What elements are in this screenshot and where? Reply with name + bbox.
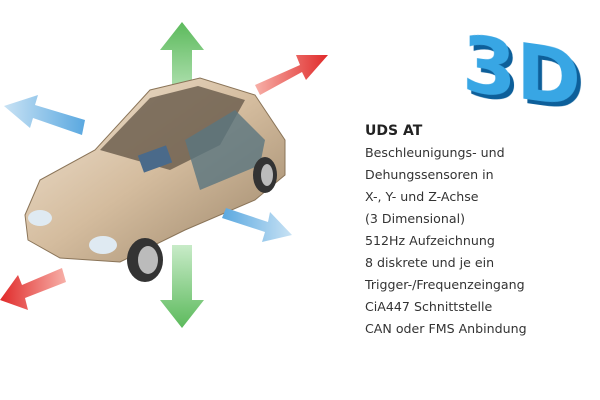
3d-logo: 3D (462, 22, 581, 117)
car-icon (24, 77, 286, 282)
feature-line: CiA447 Schnittstelle (365, 299, 493, 314)
product-title: UDS AT (365, 123, 423, 139)
feature-line: Beschleunigungs- und (365, 145, 505, 160)
y-axis-left-arrow (4, 95, 85, 135)
feature-line: X-, Y- und Z-Achse (365, 189, 479, 204)
feature-line: CAN oder FMS Anbindung (365, 321, 527, 336)
y-axis-right-arrow (222, 208, 292, 242)
z-axis-down-arrow (160, 245, 204, 328)
x-axis-forward-arrow (255, 55, 328, 95)
feature-line: (3 Dimensional) (365, 211, 465, 226)
3d-logo-text: 3D (462, 22, 581, 117)
product-info: UDS AT Beschleunigungs- und Dehungssenso… (365, 120, 527, 340)
z-axis-up-arrow (160, 22, 204, 110)
feature-line: Dehungssensoren in (365, 167, 494, 182)
feature-line: 512Hz Aufzeichnung (365, 233, 495, 248)
feature-line: Trigger-/Frequenzeingang (365, 277, 525, 292)
feature-line: 8 diskrete und je ein (365, 255, 495, 270)
x-axis-backward-arrow (0, 268, 66, 310)
